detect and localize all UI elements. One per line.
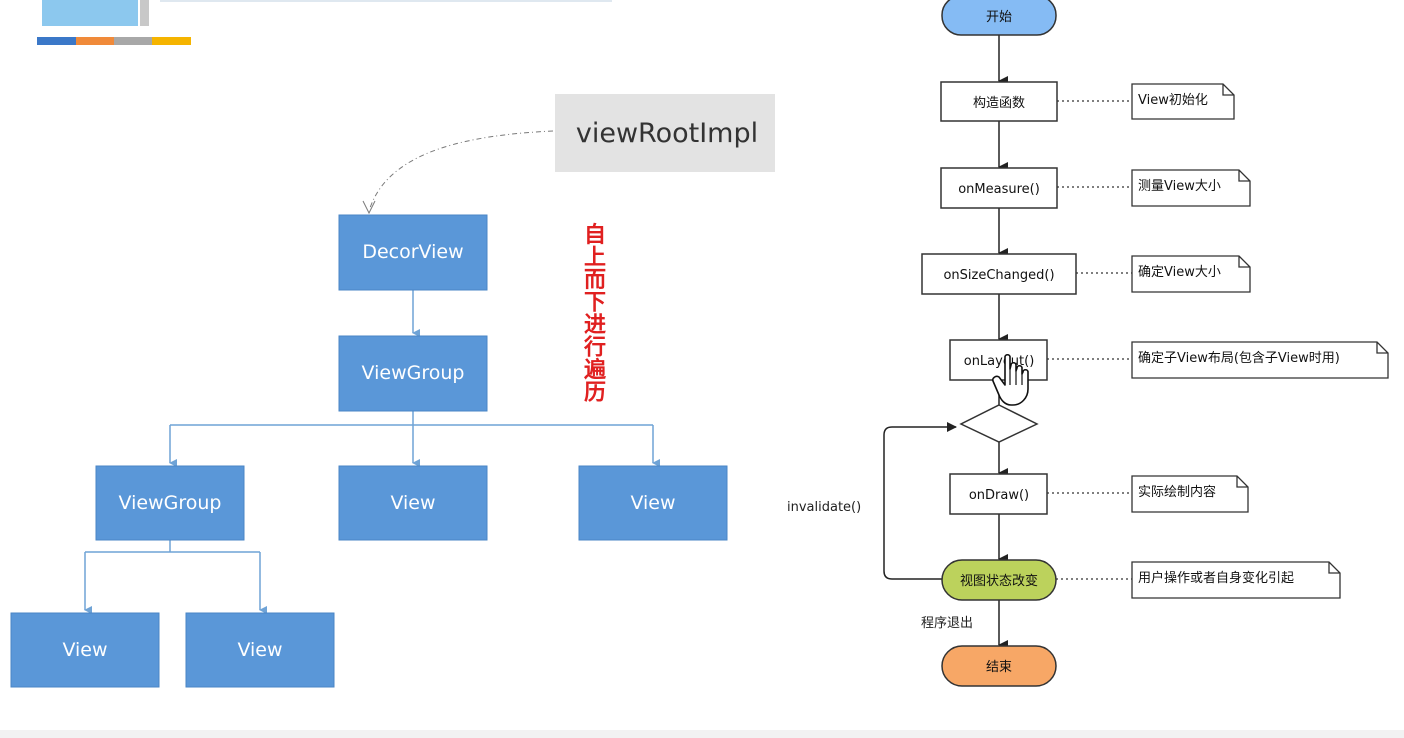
note-actual-draw-text: 实际绘制内容 [1138,484,1216,500]
header-logo-block [42,0,138,26]
on-size-changed-step: onSizeChanged() [921,253,1077,295]
on-draw-label: onDraw() [969,488,1029,503]
invalidate-label: invalidate() [787,500,861,515]
note-determine-size: 确定View大小 [1131,255,1251,293]
start-label: 开始 [986,10,1012,25]
view-root-impl-box [555,94,775,172]
level2-viewgroup-node: ViewGroup [95,465,245,541]
level2-viewgroup-label: ViewGroup [119,492,222,514]
note-view-init: View初始化 [1131,83,1235,120]
decor-view-node: DecorView [338,214,488,291]
level2-view-right-node: View [578,465,728,541]
constructor-step: 构造函数 [940,81,1058,122]
exit-label: 程序退出 [921,616,973,631]
level2-view-center-label: View [390,492,435,514]
state-change-terminal: 视图状态改变 [941,559,1057,601]
slide-header-decoration [37,0,612,45]
note-determine-size-text: 确定View大小 [1138,265,1221,280]
start-terminal: 开始 [941,0,1057,36]
hand-cursor-icon [992,353,1029,406]
on-measure-step: onMeasure() [940,167,1058,209]
on-layout-step: onLayout() [949,339,1048,381]
state-change-label: 视图状态改变 [960,573,1038,589]
viewgroup-node: ViewGroup [338,335,488,412]
header-stripe-orange [76,37,114,45]
header-top-line [160,0,612,2]
on-measure-label: onMeasure() [958,182,1040,197]
bottom-strip [0,730,1404,738]
note-view-init-text: View初始化 [1138,93,1208,108]
view-root-impl-label: viewRootImpl [576,118,758,149]
note-child-layout: 确定子View布局(包含子View时用) [1131,341,1389,379]
level2-view-right-label: View [630,492,675,514]
level3-view-right-label: View [237,639,282,661]
invalidate-loop-path [883,422,957,580]
note-measure-size-text: 测量View大小 [1138,179,1221,194]
note-measure-size: 测量View大小 [1131,169,1251,207]
note-child-layout-text: 确定子View布局(包含子View时用) [1138,350,1340,366]
traversal-note: 自上而下进行遍历 [583,222,607,406]
decision-diamond [959,404,1039,443]
level2-view-center-node: View [338,465,488,541]
on-layout-label: onLayout() [964,354,1035,369]
level3-view-left-label: View [62,639,107,661]
header-stripe-gray [114,37,152,45]
note-state-cause: 用户操作或者自身变化引起 [1131,561,1341,599]
end-terminal: 结束 [941,645,1057,687]
root-to-decor-connector [369,130,554,209]
note-state-cause-text: 用户操作或者自身变化引起 [1138,570,1294,586]
header-logo-divider [140,0,149,26]
end-label: 结束 [986,660,1012,675]
header-stripe-blue [37,37,76,45]
view-tree-diagram: viewRootImpl DecorView ViewGroup ViewGro… [10,94,775,688]
note-actual-draw: 实际绘制内容 [1131,475,1249,513]
viewgroup-label: ViewGroup [362,362,465,384]
constructor-label: 构造函数 [973,96,1025,111]
root-to-decor-arrowhead [362,200,376,215]
decor-view-label: DecorView [362,241,463,263]
level3-view-right-node: View [185,612,335,688]
level3-view-left-node: View [10,612,160,688]
header-stripe-yellow [152,37,191,45]
on-size-changed-label: onSizeChanged() [943,268,1054,283]
on-draw-step: onDraw() [949,473,1048,515]
lifecycle-flowchart: invalidate() 开始 构造函数 onMeasure() onSizeC… [787,0,1389,687]
